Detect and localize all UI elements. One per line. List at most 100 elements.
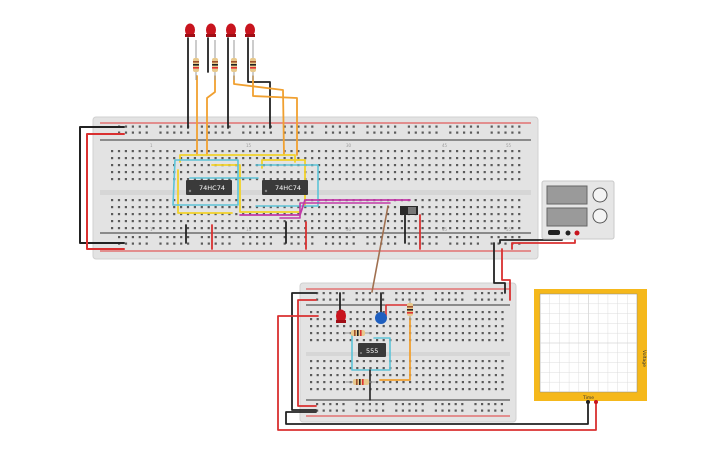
terminal-hole[interactable] [442, 199, 445, 202]
terminal-hole[interactable] [475, 388, 478, 391]
terminal-hole[interactable] [186, 213, 190, 216]
rail-hole[interactable] [166, 125, 169, 128]
rail-hole[interactable] [242, 236, 245, 239]
psu-power-switch[interactable] [548, 230, 560, 235]
terminal-hole[interactable] [475, 339, 478, 342]
terminal-hole[interactable] [442, 213, 445, 216]
terminal-hole[interactable] [428, 199, 431, 202]
terminal-hole[interactable] [310, 360, 313, 363]
terminal-hole[interactable] [414, 178, 417, 181]
terminal-hole[interactable] [356, 311, 359, 314]
terminal-hole[interactable] [387, 227, 390, 230]
terminal-hole[interactable] [276, 206, 279, 209]
terminal-hole[interactable] [349, 388, 352, 391]
rail-hole[interactable] [448, 298, 451, 301]
terminal-hole[interactable] [490, 213, 493, 216]
rail-hole[interactable] [138, 125, 141, 128]
terminal-hole[interactable] [369, 360, 372, 363]
rail-hole[interactable] [290, 125, 293, 128]
terminal-hole[interactable] [180, 164, 183, 167]
terminal-hole[interactable] [131, 220, 134, 223]
terminal-hole[interactable] [221, 220, 224, 223]
terminal-hole[interactable] [400, 227, 403, 230]
terminal-hole[interactable] [331, 220, 334, 223]
terminal-hole[interactable] [435, 388, 438, 391]
terminal-hole[interactable] [362, 325, 365, 328]
resistor-small-1[interactable] [344, 330, 372, 336]
terminal-hole[interactable] [449, 220, 452, 223]
rail-hole[interactable] [316, 403, 319, 406]
terminal-hole[interactable] [249, 164, 252, 167]
terminal-hole[interactable] [494, 311, 497, 314]
rail-hole[interactable] [414, 242, 417, 245]
terminal-hole[interactable] [249, 178, 252, 181]
terminal-hole[interactable] [124, 199, 127, 202]
rail-hole[interactable] [490, 236, 493, 239]
wire-orange-2[interactable] [206, 75, 216, 156]
ic-555[interactable]: 555 [358, 343, 386, 357]
rail-hole[interactable] [490, 242, 493, 245]
terminal-hole[interactable] [242, 171, 245, 174]
terminal-hole[interactable] [421, 199, 424, 202]
terminal-hole[interactable] [159, 227, 162, 230]
rail-hole[interactable] [474, 403, 477, 406]
terminal-hole[interactable] [476, 178, 479, 181]
terminal-hole[interactable] [200, 213, 203, 216]
rail-hole[interactable] [407, 131, 410, 134]
terminal-hole[interactable] [393, 227, 397, 230]
terminal-hole[interactable] [166, 171, 169, 174]
terminal-hole[interactable] [329, 332, 332, 335]
terminal-hole[interactable] [124, 206, 127, 209]
terminal-hole[interactable] [442, 339, 445, 342]
rail-hole[interactable] [180, 236, 183, 239]
terminal-hole[interactable] [124, 150, 127, 153]
terminal-hole[interactable] [255, 171, 259, 174]
terminal-hole[interactable] [124, 171, 127, 174]
terminal-hole[interactable] [483, 227, 486, 230]
rail-hole[interactable] [434, 409, 437, 412]
terminal-hole[interactable] [442, 360, 445, 363]
rail-hole[interactable] [329, 298, 332, 301]
terminal-hole[interactable] [395, 311, 398, 314]
terminal-hole[interactable] [329, 381, 332, 384]
rail-hole[interactable] [331, 125, 335, 128]
terminal-hole[interactable] [373, 150, 376, 153]
terminal-hole[interactable] [145, 157, 148, 160]
wire-red-rail-loop[interactable] [86, 133, 125, 250]
rail-hole[interactable] [256, 125, 259, 128]
rail-hole[interactable] [434, 292, 437, 295]
terminal-hole[interactable] [483, 199, 486, 202]
rail-hole[interactable] [454, 298, 457, 301]
terminal-hole[interactable] [501, 332, 504, 335]
terminal-hole[interactable] [382, 311, 385, 314]
terminal-hole[interactable] [395, 339, 398, 342]
terminal-hole[interactable] [173, 213, 176, 216]
rail-hole[interactable] [394, 131, 397, 134]
terminal-hole[interactable] [376, 332, 379, 335]
rail-hole[interactable] [421, 125, 424, 128]
terminal-hole[interactable] [193, 164, 196, 167]
terminal-hole[interactable] [369, 318, 372, 321]
terminal-hole[interactable] [402, 381, 405, 384]
terminal-hole[interactable] [193, 213, 196, 216]
terminal-hole[interactable] [380, 220, 383, 223]
terminal-hole[interactable] [475, 360, 478, 363]
rail-hole[interactable] [435, 125, 438, 128]
terminal-hole[interactable] [180, 171, 183, 174]
terminal-hole[interactable] [310, 388, 313, 391]
terminal-hole[interactable] [352, 171, 355, 174]
terminal-hole[interactable] [255, 220, 259, 223]
terminal-hole[interactable] [435, 339, 438, 342]
terminal-hole[interactable] [345, 157, 348, 160]
terminal-hole[interactable] [483, 178, 486, 181]
terminal-hole[interactable] [402, 360, 405, 363]
terminal-hole[interactable] [387, 220, 390, 223]
rail-hole[interactable] [380, 236, 383, 239]
rail-hole[interactable] [463, 125, 466, 128]
terminal-hole[interactable] [200, 220, 203, 223]
terminal-hole[interactable] [483, 150, 486, 153]
terminal-hole[interactable] [138, 213, 141, 216]
rail-hole[interactable] [124, 242, 128, 245]
terminal-hole[interactable] [468, 381, 471, 384]
rail-hole[interactable] [283, 242, 286, 245]
